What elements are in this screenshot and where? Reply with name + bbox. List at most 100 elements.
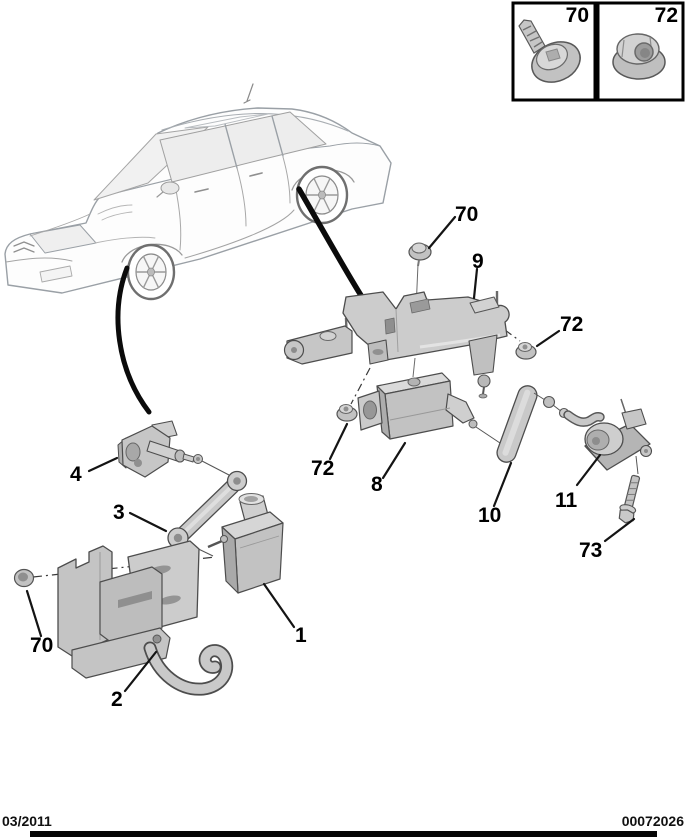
car-bumper-line — [5, 257, 73, 263]
nut-72l-bore — [343, 406, 349, 412]
part-4-rod — [182, 453, 195, 463]
car-hood-cut — [29, 213, 91, 237]
part-9-lower-extension — [468, 334, 498, 376]
part-4-ring-hole — [196, 457, 200, 461]
part-9-fold-line — [395, 308, 399, 353]
part-2-left-plate — [57, 545, 113, 657]
callout-leader-9 — [472, 267, 479, 300]
inset-screw-label: 70 — [566, 4, 589, 27]
callout-leader-4 — [87, 456, 119, 473]
car-mirror-stalk — [156, 191, 164, 198]
part-8-crease — [389, 407, 451, 421]
part-9-screw-opening — [409, 298, 431, 314]
part-2-hook-fill — [145, 643, 232, 694]
callout-8-label: 8 — [371, 473, 383, 496]
front-spokes — [135, 255, 167, 289]
part-2-bottom-plate — [71, 627, 171, 679]
part-10-highlight — [502, 389, 531, 456]
nut-72-upper — [515, 342, 537, 360]
screw-70-head — [411, 242, 427, 254]
callout-1-label: 1 — [295, 624, 307, 647]
car-side-glass — [159, 111, 327, 183]
car-door-seam-rear — [282, 156, 291, 204]
car-illustration — [4, 83, 392, 301]
callout-leader-72-right — [535, 329, 561, 348]
part-9-right-tab — [469, 296, 500, 314]
part-9-ball-stem — [482, 386, 485, 395]
flanged-screw-icon — [518, 19, 581, 83]
part-9-ball-foot — [478, 393, 488, 399]
callout-leader-70-front — [25, 589, 43, 638]
callout-leader-3 — [128, 511, 168, 533]
car-body-outline — [4, 107, 392, 294]
part-2-slot-2 — [159, 595, 181, 605]
bottom-rule — [30, 831, 657, 837]
nut-70-front — [13, 568, 35, 588]
callout-9-label: 9 — [472, 250, 484, 273]
part-11-core — [592, 437, 600, 445]
car-door-seam-mid — [236, 167, 247, 227]
hose-ball-end — [542, 395, 556, 409]
car-wiper-line — [97, 204, 133, 221]
car-door-handle-1 — [194, 188, 209, 193]
part-9-bracket — [283, 291, 510, 399]
car-sunroof-line — [184, 113, 269, 129]
part-1-stud — [207, 539, 223, 549]
callout-70-front-label: 70 — [30, 634, 53, 657]
callout-leader-11 — [575, 453, 602, 487]
nut-72-lower — [336, 404, 358, 422]
part-3-rod-highlight — [180, 483, 235, 536]
rear-spokes — [305, 177, 339, 213]
part-8-sensor — [357, 372, 501, 444]
part-2-middle-slot — [118, 591, 152, 608]
callout-leader-1 — [262, 582, 296, 629]
nut-bore-inner — [640, 48, 650, 58]
car-fog-plate — [39, 265, 73, 283]
part-1-left-face — [221, 526, 239, 594]
car-far-roof-rail — [161, 113, 349, 132]
screw-70-rear — [408, 242, 432, 267]
flange-nut-icon — [612, 33, 666, 80]
part-8-arm — [445, 393, 475, 424]
callout-leader-8 — [381, 441, 407, 480]
footer-date: 03/2011 — [2, 813, 52, 829]
part-2-bracket — [57, 540, 234, 696]
callout-labels: 70 9 72 72 8 10 11 73 4 3 1 2 70 — [30, 203, 602, 711]
callout-2-label: 2 — [111, 688, 123, 711]
rear-hub — [318, 190, 326, 200]
part-1-tab — [220, 535, 228, 543]
part-10-to-hose-line — [533, 392, 546, 401]
callout-73-label: 73 — [579, 539, 602, 562]
part-4-sensor — [117, 420, 230, 478]
part-9-ball-stud — [477, 374, 491, 388]
nut-72u-bore — [522, 344, 528, 350]
part-4-face — [125, 442, 141, 462]
bolt-73 — [618, 474, 641, 524]
callout-leader-70-rear — [427, 215, 457, 250]
car-grille-chevron-2 — [13, 247, 35, 253]
footer-doc-number: 00072026 — [622, 813, 685, 829]
front-wheel — [126, 243, 176, 301]
car-sill-line — [184, 209, 295, 259]
callout-4-label: 4 — [70, 463, 82, 486]
screw-70-tip — [417, 259, 420, 267]
part-1-cylinder-bore — [244, 496, 258, 502]
car-fender-crease — [94, 236, 156, 244]
car-b-pillar — [224, 123, 238, 169]
front-hub — [147, 267, 155, 277]
screw-recess — [545, 48, 561, 62]
screw-threads — [522, 25, 543, 48]
part-3-bottom-hole — [173, 533, 183, 543]
antenna-line — [243, 83, 254, 104]
callout-72-right-label: 72 — [560, 313, 583, 336]
callout-10-label: 10 — [478, 504, 501, 527]
part-2-middle-box — [99, 566, 163, 644]
part-1-crease — [239, 535, 280, 549]
bolt-73-threads — [625, 482, 639, 501]
part-9-tab-slot — [372, 349, 384, 355]
leader-curve-rear — [296, 186, 365, 300]
part-11-bolt-axis — [635, 455, 639, 475]
part-1-sensor — [207, 493, 284, 594]
inset-box: 70 72 — [511, 1, 685, 102]
